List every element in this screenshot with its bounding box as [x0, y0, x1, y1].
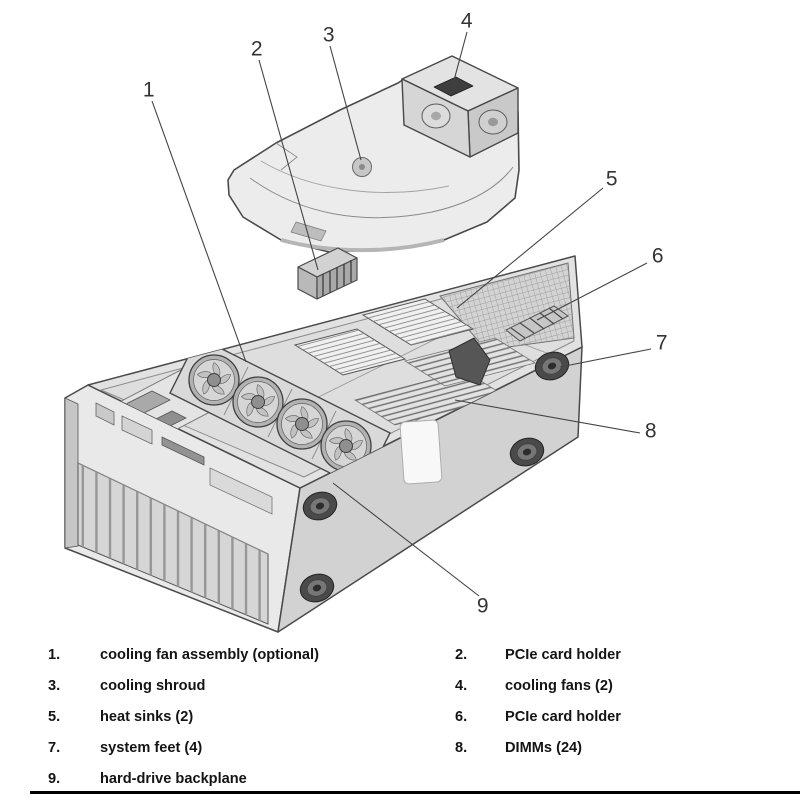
legend-item-1-number: 1. [48, 647, 61, 663]
heat-sinks [293, 298, 475, 376]
callout-8: 8 [644, 419, 658, 443]
leader-line-3 [329, 45, 362, 161]
leader-line-8 [454, 399, 641, 434]
callout-5: 5 [605, 167, 619, 191]
service-label [399, 419, 443, 485]
legend-item-1-label: cooling fan assembly (optional) [100, 647, 319, 663]
cooling-fans-module [401, 55, 519, 158]
chassis-interior [106, 262, 575, 488]
pcie-card-holder-rear [505, 305, 569, 342]
legend-item-4-number: 4. [455, 678, 468, 694]
legend: 1. cooling fan assembly (optional) 2. PC… [0, 642, 800, 797]
pcie-card-holder-front [297, 247, 358, 300]
legend-item-3-label: cooling shroud [100, 678, 206, 694]
legend-item-6-number: 6. [455, 709, 468, 725]
legend-item-5-label: heat sinks (2) [100, 709, 194, 725]
cooling-fan [232, 376, 284, 428]
front-panel [64, 397, 273, 625]
hard-drive-bays [77, 462, 269, 625]
callout-7: 7 [655, 331, 669, 355]
leader-line-9 [332, 482, 480, 597]
legend-item-9-number: 9. [48, 771, 61, 787]
callout-6: 6 [651, 244, 665, 268]
legend-item-4-label: cooling fans (2) [505, 678, 613, 694]
bottom-rule [30, 791, 800, 794]
legend-item-8-number: 8. [455, 740, 468, 756]
legend-item-2-label: PCIe card holder [505, 647, 621, 663]
cooling-fan [188, 354, 240, 406]
cooling-fan [276, 398, 328, 450]
legend-item-7-label: system feet (4) [100, 740, 203, 756]
leader-line-2 [258, 59, 319, 271]
callout-1: 1 [142, 78, 156, 102]
support-bracket [448, 337, 491, 386]
callout-3: 3 [322, 23, 336, 47]
leader-line-6 [536, 262, 648, 321]
callout-9: 9 [476, 594, 490, 618]
legend-item-8-label: DIMMs (24) [505, 740, 583, 756]
legend-item-2-number: 2. [455, 647, 468, 663]
leader-line-5 [456, 187, 604, 309]
server-illustration [64, 31, 652, 633]
leader-line-1 [151, 100, 247, 363]
handle-cutout [433, 76, 474, 97]
leader-line-4 [452, 31, 468, 85]
callout-2: 2 [250, 37, 264, 61]
legend-item-9-label: hard-drive backplane [100, 771, 247, 787]
callout-4: 4 [460, 9, 474, 33]
legend-item-3-number: 3. [48, 678, 61, 694]
legend-item-7-number: 7. [48, 740, 61, 756]
leader-lines [151, 31, 652, 597]
leader-line-7 [559, 348, 652, 368]
legend-item-5-number: 5. [48, 709, 61, 725]
legend-item-6-label: PCIe card holder [505, 709, 621, 725]
cooling-fan-assembly [169, 336, 391, 488]
